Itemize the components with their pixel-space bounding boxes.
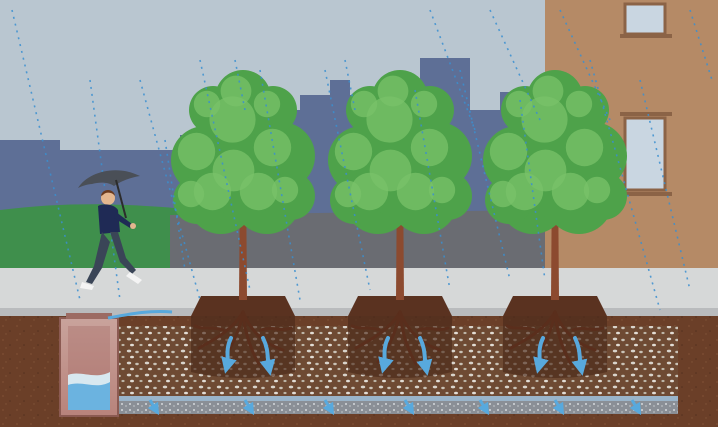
raindrop-icon xyxy=(139,79,201,301)
raindrop-icon xyxy=(459,69,511,281)
grass-lawn xyxy=(0,204,200,270)
tree-group xyxy=(171,70,627,378)
storage-tank xyxy=(59,313,119,417)
raindrop-icon xyxy=(164,139,186,271)
person-with-umbrella-icon xyxy=(78,170,142,290)
raindrop-icon xyxy=(429,9,476,131)
water-flow-arrow-icon xyxy=(322,399,335,416)
raindrop-icon xyxy=(689,9,713,81)
root-zone xyxy=(503,316,607,378)
water-flow-arrow-icon xyxy=(221,336,276,376)
tree-icon xyxy=(483,70,627,378)
underdrain-pipe xyxy=(118,396,678,401)
tree-icon xyxy=(171,70,315,378)
raindrop-icon xyxy=(11,9,81,301)
rain-streaks xyxy=(11,9,713,311)
water-flow-arrow-icon xyxy=(402,399,415,416)
water-flow-arrow-icon xyxy=(147,399,160,416)
root-zone xyxy=(348,316,452,378)
umbrella-icon xyxy=(78,170,140,219)
raindrop-icon xyxy=(324,69,371,291)
water-flow-arrow-icon xyxy=(242,399,255,416)
inlet-flow xyxy=(107,309,173,320)
tree-foliage xyxy=(171,70,315,234)
raindrop-icon xyxy=(199,59,251,291)
raindrop-icon xyxy=(234,59,246,111)
raindrop-icon xyxy=(639,79,691,291)
root-zone xyxy=(191,316,295,378)
tree-foliage xyxy=(483,70,627,234)
water-flow-arrow-icon xyxy=(533,336,588,376)
raindrop-icon xyxy=(589,59,661,311)
tree-roots xyxy=(350,310,450,366)
water-flow-arrow-icon xyxy=(477,399,490,416)
tree-pit xyxy=(503,296,607,316)
raindrop-icon xyxy=(414,89,451,291)
building-windows xyxy=(620,2,672,196)
raindrop-icon xyxy=(344,59,356,111)
water-flow-arrow-icon xyxy=(378,336,433,376)
water-flow-arrow-icon xyxy=(552,399,565,416)
tree-pit xyxy=(348,296,452,316)
tree-pit xyxy=(191,296,295,316)
drain-flow-arrows xyxy=(147,399,642,416)
water-flow-arrow-icon xyxy=(629,399,642,416)
